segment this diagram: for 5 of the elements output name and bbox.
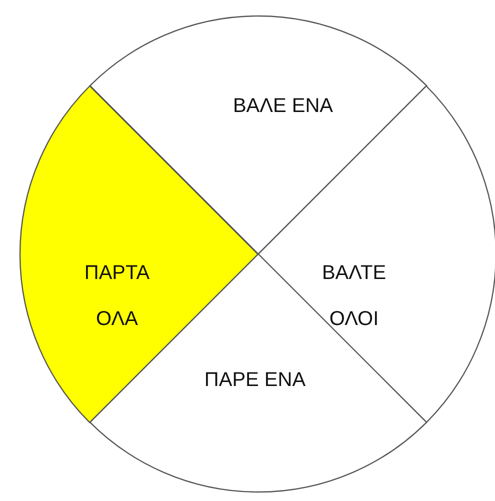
sector-label: ΒΑΛΕ ΕΝΑ bbox=[232, 94, 334, 118]
sector bbox=[90, 16, 426, 254]
sector-label: ΠΑΡΕ ΕΝΑ bbox=[203, 368, 307, 392]
sector-label: ΒΑΛΤΕ ΟΛΟΙ bbox=[320, 260, 388, 332]
sector-label: ΠΑΡΤΑ ΟΛΑ bbox=[83, 260, 151, 332]
